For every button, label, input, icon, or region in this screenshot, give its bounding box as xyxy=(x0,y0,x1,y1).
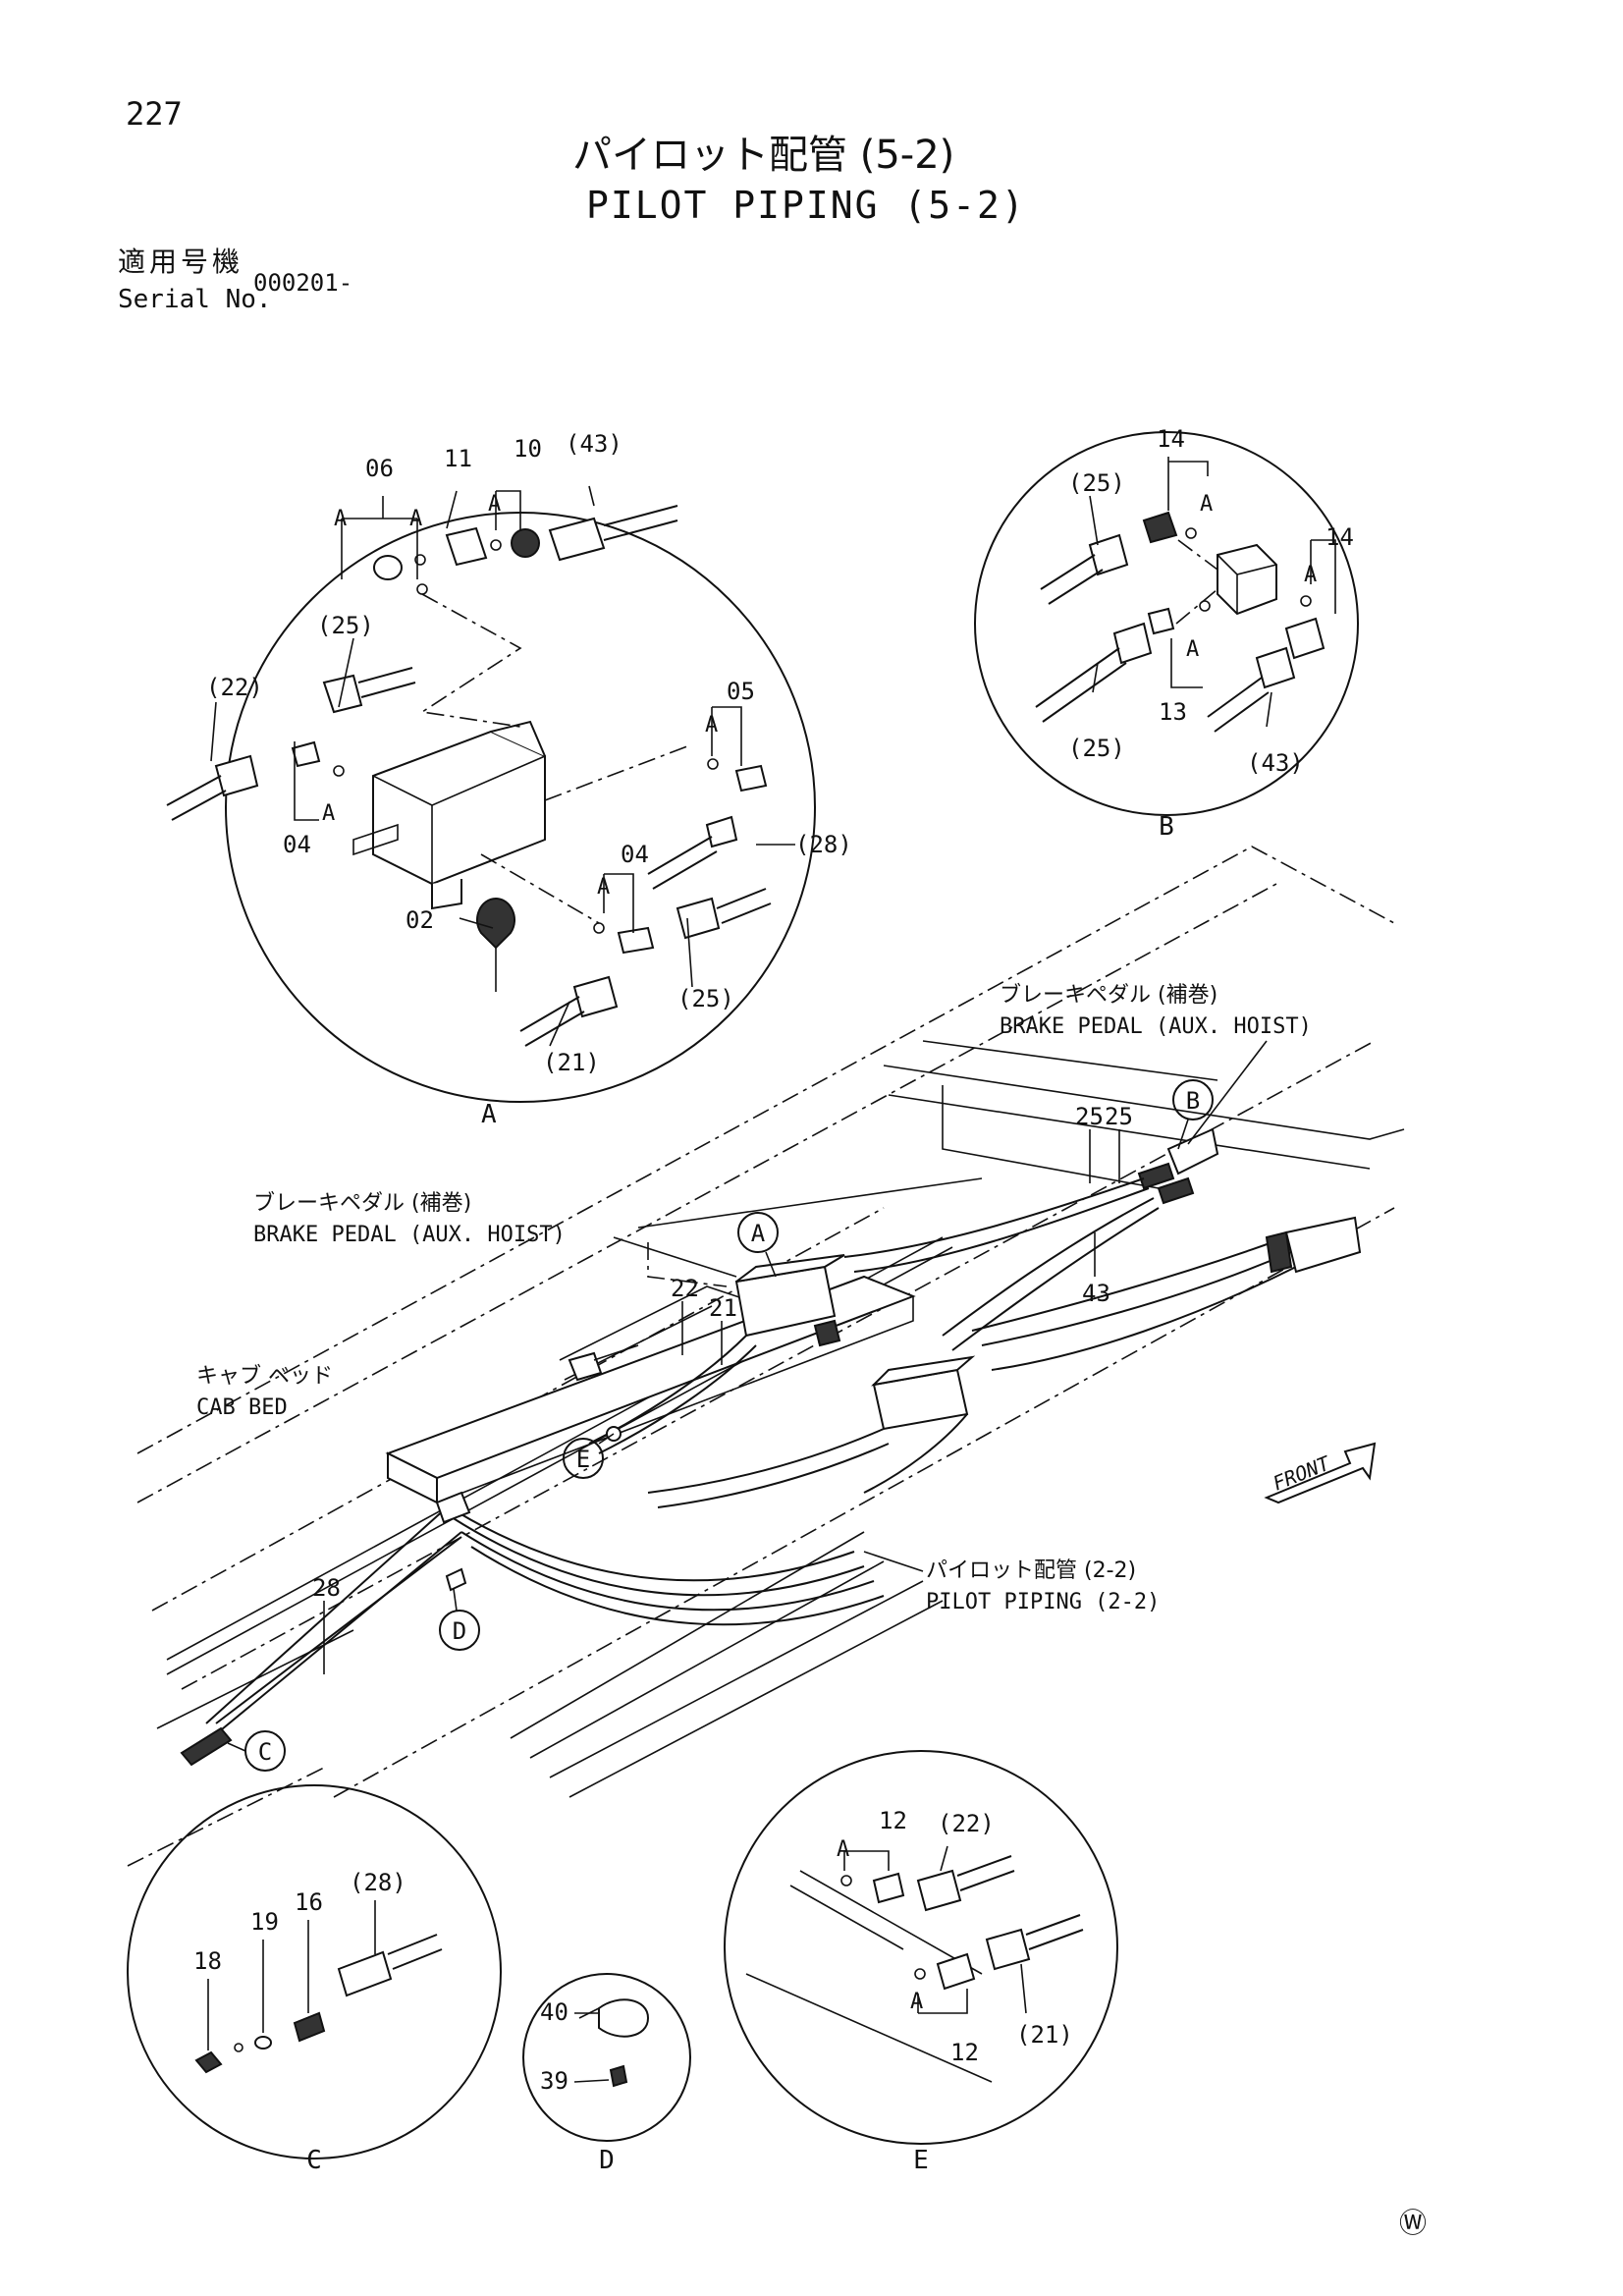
svg-text:FRONT: FRONT xyxy=(1270,1450,1335,1496)
detail-a-25a: (25) xyxy=(317,612,374,639)
detail-c-28: (28) xyxy=(350,1869,406,1896)
detail-a-seal-6: A xyxy=(597,875,610,900)
detail-d-40: 40 xyxy=(540,1998,568,2026)
svg-text:C: C xyxy=(258,1738,272,1766)
svg-text:D: D xyxy=(453,1617,466,1645)
main-label-21: 21 xyxy=(709,1294,737,1322)
detail-d-39: 39 xyxy=(540,2067,568,2095)
page-mark-symbol: Ⓦ xyxy=(1399,2207,1428,2239)
detail-view-e: E xyxy=(724,1750,1118,2175)
detail-a-seal-1: A xyxy=(334,507,347,531)
view-marker-e: E xyxy=(563,1433,615,1479)
serial-label-japanese: 適用号機 xyxy=(118,246,244,278)
detail-b-14a: 14 xyxy=(1157,425,1185,453)
detail-a-06: 06 xyxy=(365,455,394,482)
view-marker-d: D xyxy=(439,1588,480,1651)
front-arrow-icon: FRONT xyxy=(1264,1442,1377,1504)
detail-b-seal-1: A xyxy=(1200,492,1213,517)
detail-b-seal-2: A xyxy=(1304,563,1317,587)
svg-text:A: A xyxy=(751,1220,766,1247)
view-marker-b: B xyxy=(1172,1079,1214,1150)
detail-c-16: 16 xyxy=(295,1888,323,1916)
detail-a-21: (21) xyxy=(543,1049,600,1076)
pilot-piping-jp: パイロット配管 (2-2) xyxy=(926,1558,1136,1583)
detail-b-seal-3: A xyxy=(1186,637,1199,662)
pilot-piping-en: PILOT PIPING (2-2) xyxy=(926,1590,1160,1614)
main-label-22: 22 xyxy=(671,1275,699,1302)
detail-a-05: 05 xyxy=(727,678,755,705)
brake-pedal-left-jp: ブレーキペダル (補巻) xyxy=(253,1191,471,1216)
detail-c-label: C xyxy=(306,2146,322,2175)
detail-b-13: 13 xyxy=(1159,698,1187,726)
main-assembly-view xyxy=(127,846,1405,1867)
detail-e-21: (21) xyxy=(1016,2021,1073,2049)
detail-e-label: E xyxy=(913,2146,929,2175)
main-label-25a: 25 xyxy=(1075,1103,1104,1130)
serial-number-value: 000201- xyxy=(253,269,353,297)
detail-e-seal-2: A xyxy=(910,1990,923,2014)
detail-view-b: B xyxy=(974,431,1359,842)
detail-a-10: 10 xyxy=(514,435,542,463)
detail-c-18: 18 xyxy=(193,1947,222,1975)
page-title-english: PILOT PIPING (5-2) xyxy=(586,184,1026,227)
detail-a-seal-4: A xyxy=(705,713,718,738)
serial-label-english: Serial No. xyxy=(118,285,272,314)
detail-a-25b: (25) xyxy=(677,985,734,1012)
svg-text:B: B xyxy=(1186,1087,1200,1115)
main-label-43: 43 xyxy=(1082,1280,1110,1307)
svg-text:E: E xyxy=(576,1446,590,1473)
detail-b-14b: 14 xyxy=(1325,523,1354,551)
page-title-japanese: パイロット配管 (5-2) xyxy=(572,133,955,178)
detail-e-22: (22) xyxy=(938,1810,995,1837)
detail-b-43: (43) xyxy=(1247,749,1304,777)
detail-b-25b: (25) xyxy=(1068,735,1125,762)
detail-d-label: D xyxy=(599,2146,615,2175)
detail-e-12b: 12 xyxy=(950,2039,979,2066)
brake-pedal-right-jp: ブレーキペダル (補巻) xyxy=(1000,983,1217,1008)
detail-a-04b: 04 xyxy=(621,841,649,868)
detail-a-02: 02 xyxy=(406,906,434,934)
view-marker-a: A xyxy=(737,1212,779,1278)
detail-a-43: (43) xyxy=(566,430,622,458)
detail-e-12a: 12 xyxy=(879,1807,907,1834)
detail-a-22: (22) xyxy=(206,674,263,701)
cab-bed-en: CAB BED xyxy=(196,1395,288,1420)
detail-a-seal-5: A xyxy=(322,801,335,826)
detail-c-19: 19 xyxy=(250,1908,279,1936)
detail-view-a: A xyxy=(166,485,816,1129)
detail-view-d: D xyxy=(522,1973,691,2175)
detail-b-25a: (25) xyxy=(1068,469,1125,497)
detail-e-seal-1: A xyxy=(837,1837,849,1862)
brake-pedal-right-en: BRAKE PEDAL (AUX. HOIST) xyxy=(1000,1014,1312,1039)
cab-bed-jp: キャブ ベッド xyxy=(196,1364,333,1389)
detail-a-04a: 04 xyxy=(283,831,311,858)
detail-b-label: B xyxy=(1159,812,1174,842)
main-label-28: 28 xyxy=(312,1574,341,1602)
detail-a-11: 11 xyxy=(444,445,472,472)
brake-pedal-left-en: BRAKE PEDAL (AUX. HOIST) xyxy=(253,1223,566,1247)
detail-a-label: A xyxy=(481,1100,497,1129)
detail-a-seal-3: A xyxy=(488,492,501,517)
main-label-25b: 25 xyxy=(1105,1103,1133,1130)
view-marker-c: C xyxy=(227,1730,286,1772)
page-number: 227 xyxy=(126,95,183,133)
detail-view-c: C xyxy=(127,1784,502,2175)
detail-a-seal-2: A xyxy=(409,507,422,531)
detail-a-28: (28) xyxy=(795,831,852,858)
